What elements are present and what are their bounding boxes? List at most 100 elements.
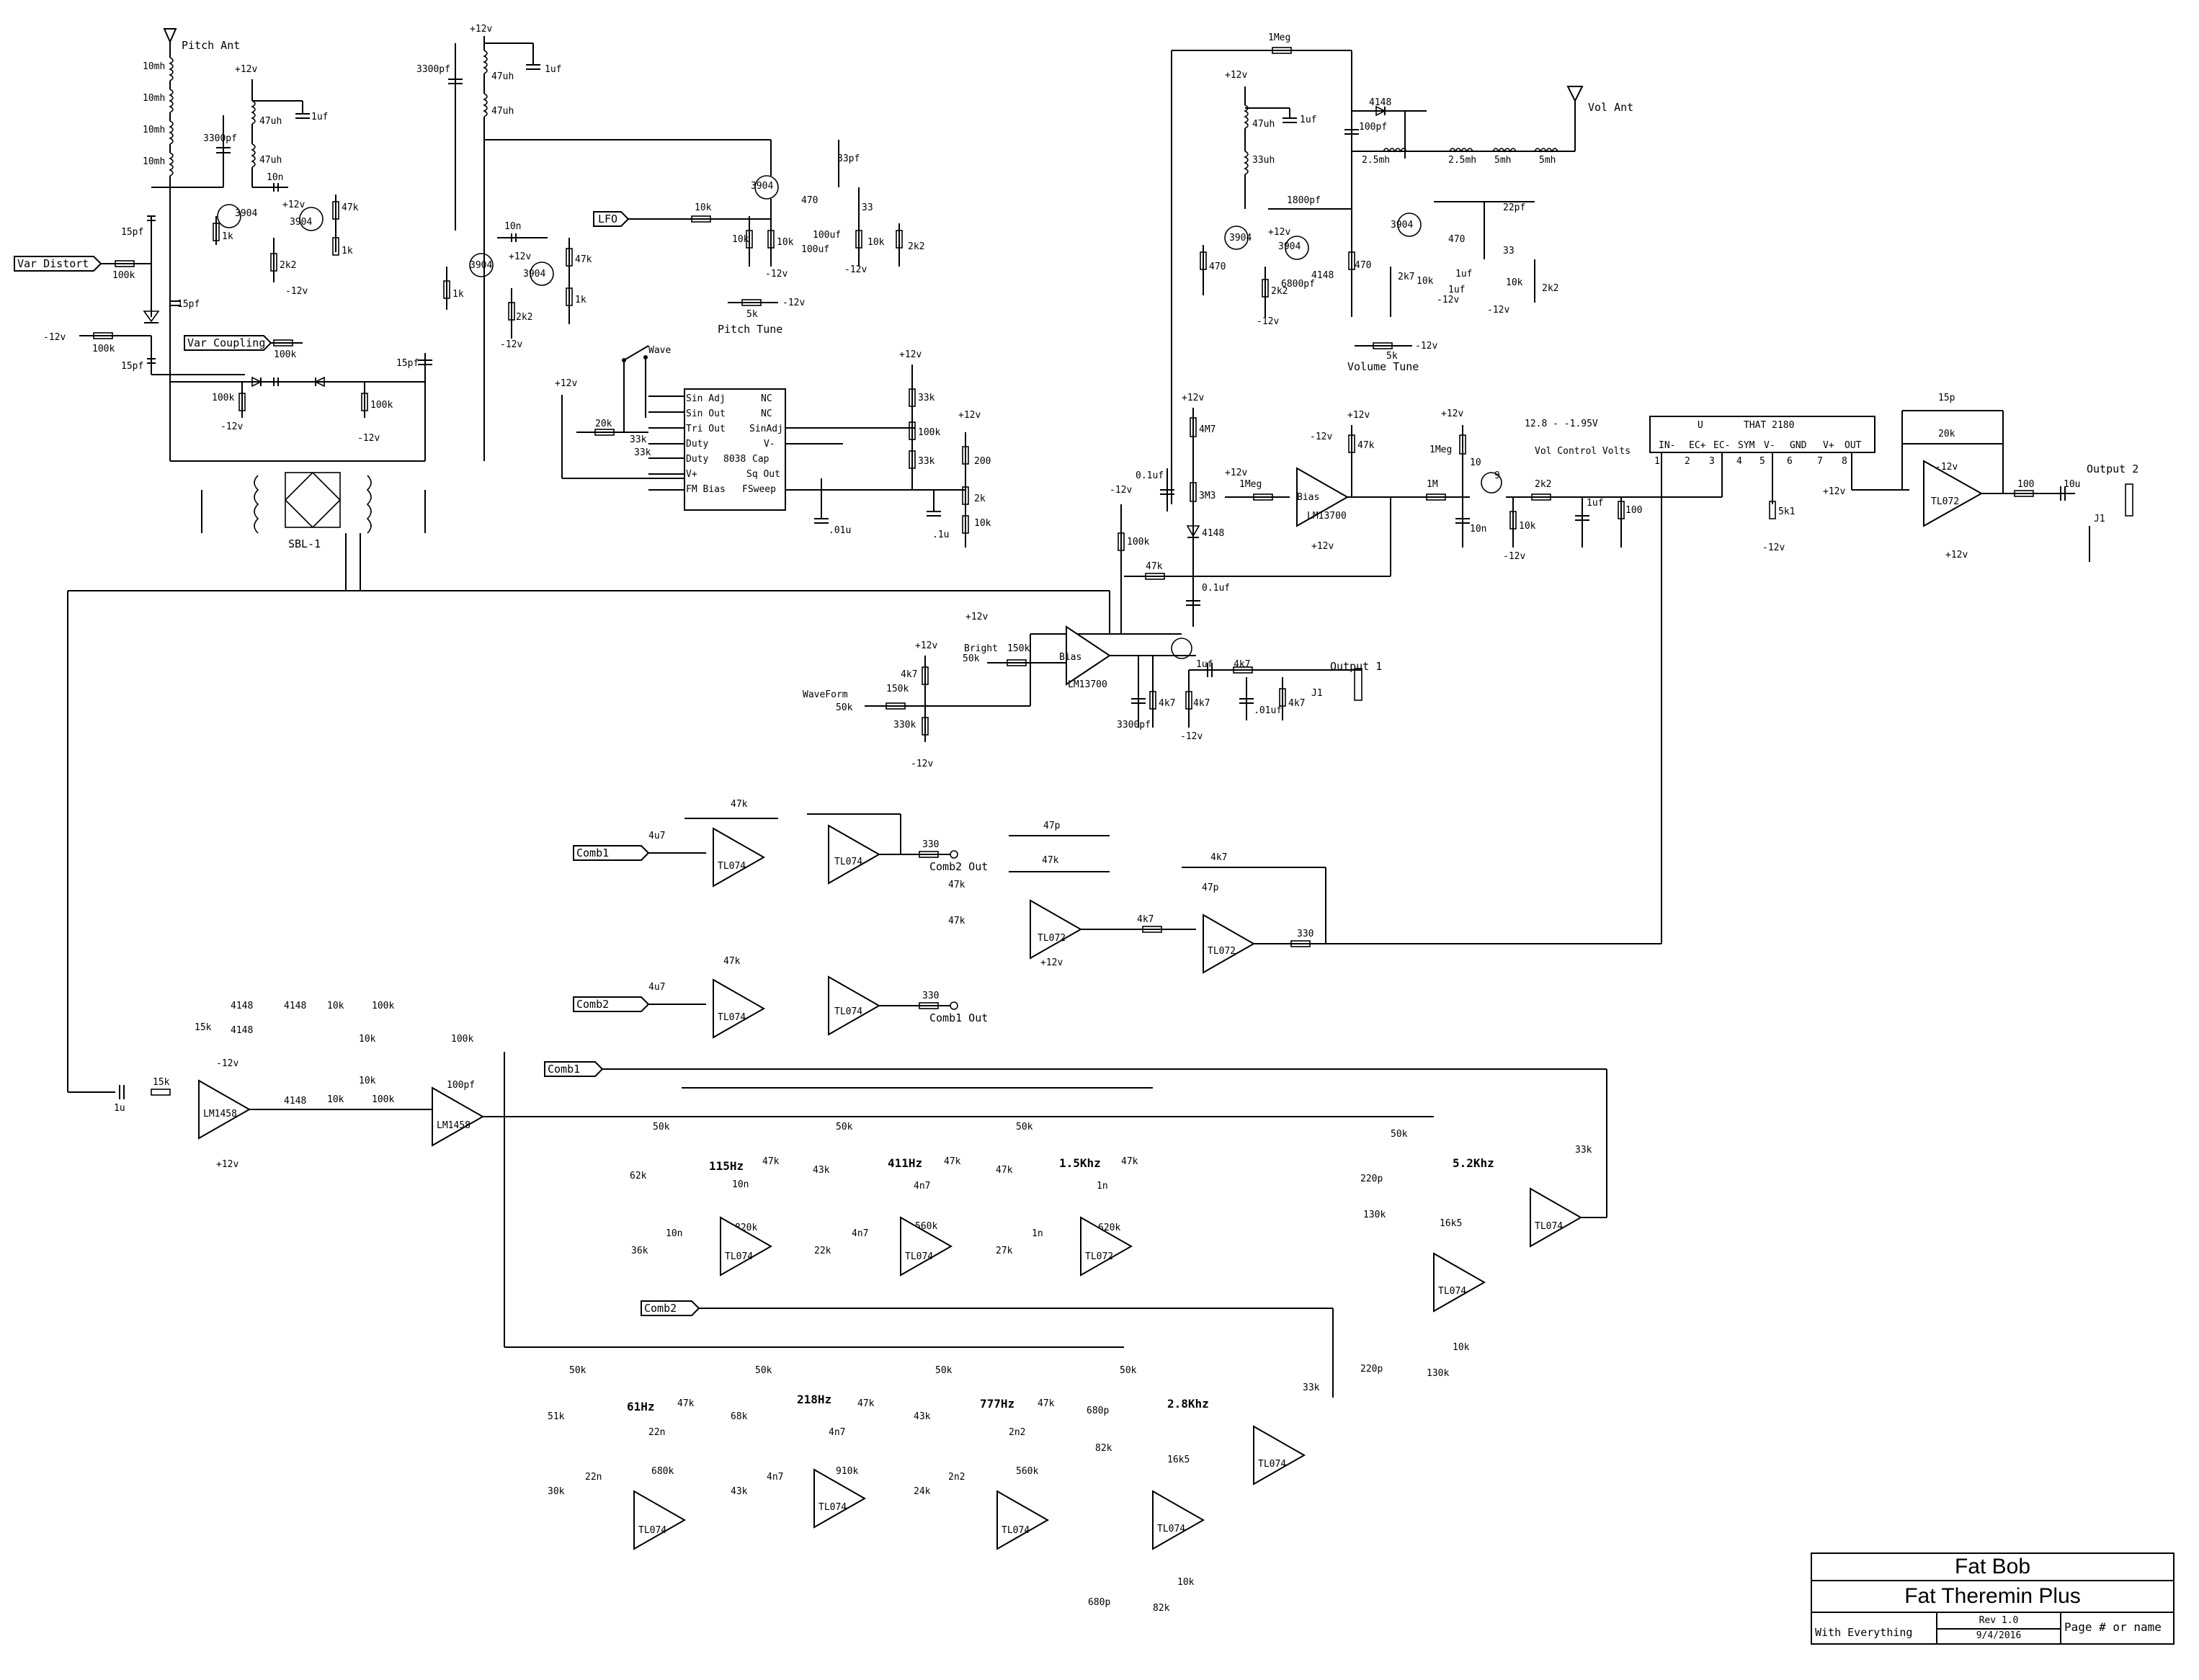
svg-text:50k: 50k bbox=[755, 1365, 772, 1376]
svg-text:6: 6 bbox=[1787, 456, 1793, 467]
pitch-antenna-label: Pitch Ant bbox=[182, 39, 240, 52]
svg-text:10k: 10k bbox=[1417, 276, 1434, 287]
svg-text:1k: 1k bbox=[452, 289, 464, 300]
title-block-page: Page # or name bbox=[2064, 1620, 2162, 1634]
svg-text:EC-: EC- bbox=[1713, 440, 1730, 451]
svg-text:2k: 2k bbox=[974, 493, 986, 504]
svg-text:TL074: TL074 bbox=[1002, 1525, 1030, 1536]
jack-j1-output1-icon bbox=[1354, 668, 1362, 701]
svg-text:+12v: +12v bbox=[1040, 957, 1063, 968]
svg-text:3904: 3904 bbox=[1278, 241, 1301, 252]
svg-text:4k7: 4k7 bbox=[901, 669, 917, 680]
svg-text:V-: V- bbox=[764, 439, 775, 450]
svg-text:U: U bbox=[1698, 420, 1703, 431]
svg-text:100k: 100k bbox=[372, 1094, 394, 1105]
svg-text:3: 3 bbox=[1709, 456, 1715, 467]
svg-text:TL074: TL074 bbox=[819, 1502, 847, 1513]
svg-text:+12v: +12v bbox=[216, 1159, 238, 1170]
svg-text:4148: 4148 bbox=[1311, 270, 1334, 281]
svg-text:TL074: TL074 bbox=[725, 1251, 753, 1262]
svg-text:+12v: +12v bbox=[1268, 227, 1290, 238]
svg-text:4148: 4148 bbox=[1369, 97, 1391, 108]
svg-text:47k: 47k bbox=[948, 880, 965, 890]
svg-text:100k: 100k bbox=[372, 1001, 394, 1011]
svg-text:Bias: Bias bbox=[1297, 492, 1319, 503]
svg-text:43k: 43k bbox=[813, 1165, 830, 1176]
svg-text:V+: V+ bbox=[1823, 440, 1834, 451]
svg-text:-12v: -12v bbox=[911, 759, 933, 769]
svg-text:200: 200 bbox=[974, 456, 991, 467]
output1-label: Output 1 bbox=[1330, 660, 1382, 673]
pitch-oscillator: Pitch Ant 10mh 10mh 10mh 10mh +12v 47uh … bbox=[14, 28, 359, 462]
svg-text:22k: 22k bbox=[814, 1246, 831, 1256]
lm13700-vol-opamp bbox=[1296, 467, 1350, 527]
svg-text:36k: 36k bbox=[631, 1246, 648, 1256]
lm1458-sum-opamp bbox=[432, 1086, 485, 1147]
svg-text:6800pf: 6800pf bbox=[1281, 279, 1315, 290]
svg-text:10k: 10k bbox=[327, 1094, 344, 1105]
svg-text:TL072: TL072 bbox=[1931, 496, 1959, 507]
svg-text:10k: 10k bbox=[359, 1076, 376, 1086]
svg-text:680p: 680p bbox=[1087, 1406, 1109, 1416]
svg-text:16k5: 16k5 bbox=[1440, 1218, 1462, 1229]
svg-text:2k2: 2k2 bbox=[1535, 479, 1551, 490]
icl8038-generator: Wave Sin Adj Sin Out Tri Out Duty Duty V… bbox=[555, 345, 991, 548]
svg-text:100k: 100k bbox=[112, 270, 135, 281]
svg-text:NC: NC bbox=[761, 408, 772, 419]
svg-text:10n: 10n bbox=[732, 1179, 749, 1190]
svg-text:33k: 33k bbox=[918, 393, 935, 403]
that2180-chip bbox=[1649, 416, 1875, 453]
svg-text:100uf: 100uf bbox=[801, 244, 829, 255]
svg-text:100k: 100k bbox=[92, 344, 115, 354]
svg-text:10n: 10n bbox=[267, 172, 283, 183]
svg-text:47uh: 47uh bbox=[491, 71, 514, 82]
svg-text:50k: 50k bbox=[1391, 1129, 1408, 1140]
svg-text:150k: 150k bbox=[1007, 643, 1030, 654]
svg-text:-12v: -12v bbox=[1935, 462, 1958, 473]
svg-text:43k: 43k bbox=[731, 1486, 748, 1497]
svg-text:1Meg: 1Meg bbox=[1239, 479, 1262, 490]
svg-text:+12v: +12v bbox=[282, 200, 305, 210]
svg-text:4n7: 4n7 bbox=[852, 1228, 868, 1239]
svg-text:-12v: -12v bbox=[216, 1058, 238, 1069]
svg-text:TL074: TL074 bbox=[834, 1006, 862, 1017]
svg-text:1n: 1n bbox=[1032, 1228, 1043, 1239]
svg-text:10k: 10k bbox=[1519, 521, 1536, 532]
comb2-bus-port bbox=[641, 1300, 700, 1316]
svg-text:FSweep: FSweep bbox=[742, 484, 776, 495]
svg-text:+12v: +12v bbox=[1945, 550, 1968, 560]
svg-text:47k: 47k bbox=[1121, 1156, 1138, 1167]
svg-text:3M3: 3M3 bbox=[1199, 491, 1216, 501]
var-distort-label: Var Distort bbox=[17, 257, 89, 270]
svg-text:100k: 100k bbox=[451, 1034, 473, 1045]
transistor-q4-icon bbox=[530, 262, 554, 286]
svg-text:5k1: 5k1 bbox=[1778, 506, 1795, 517]
svg-text:3904: 3904 bbox=[290, 217, 312, 228]
svg-text:4k7: 4k7 bbox=[1159, 698, 1175, 709]
svg-text:22n: 22n bbox=[648, 1427, 665, 1438]
svg-text:50k: 50k bbox=[963, 653, 980, 664]
var-coupling-port bbox=[184, 335, 272, 351]
comb2-input-label: Comb2 bbox=[576, 998, 609, 1011]
sbl1-mixer-icon bbox=[285, 472, 341, 528]
transistor-q5-icon bbox=[754, 175, 779, 200]
svg-text:33k: 33k bbox=[630, 434, 647, 445]
tl074-2800hz-buf-opamp bbox=[1253, 1425, 1306, 1485]
svg-text:10: 10 bbox=[1470, 457, 1481, 468]
svg-text:1k: 1k bbox=[575, 295, 586, 305]
svg-text:51k: 51k bbox=[548, 1411, 565, 1422]
svg-text:+12v: +12v bbox=[555, 378, 577, 389]
svg-text:33k: 33k bbox=[634, 447, 651, 458]
reference-oscillator: +12v 47uh 47uh 3300pf 1uf 3904 3904 +12v… bbox=[396, 24, 771, 461]
filter-input-section: 1u 15k LM1458 +12v -12v 15k 4148 4148 41… bbox=[114, 1001, 1607, 1347]
svg-text:10n: 10n bbox=[504, 221, 521, 232]
project-subtitle: Fat Theremin Plus bbox=[1904, 1584, 2081, 1608]
lfo-port bbox=[593, 211, 630, 227]
comb2-out-label: Comb2 Out bbox=[929, 860, 988, 873]
filter-777hz-label: 777Hz bbox=[980, 1397, 1014, 1411]
svg-text:TL074: TL074 bbox=[1535, 1221, 1563, 1232]
sbl1-label: SBL-1 bbox=[288, 537, 321, 550]
transistor-q2-icon bbox=[299, 207, 324, 231]
that2180-output-section: U THAT 2180 IN- EC+ EC- SYM V- GND V+ OU… bbox=[1649, 393, 2138, 944]
vol-control-label: Vol Control Volts bbox=[1535, 446, 1631, 457]
